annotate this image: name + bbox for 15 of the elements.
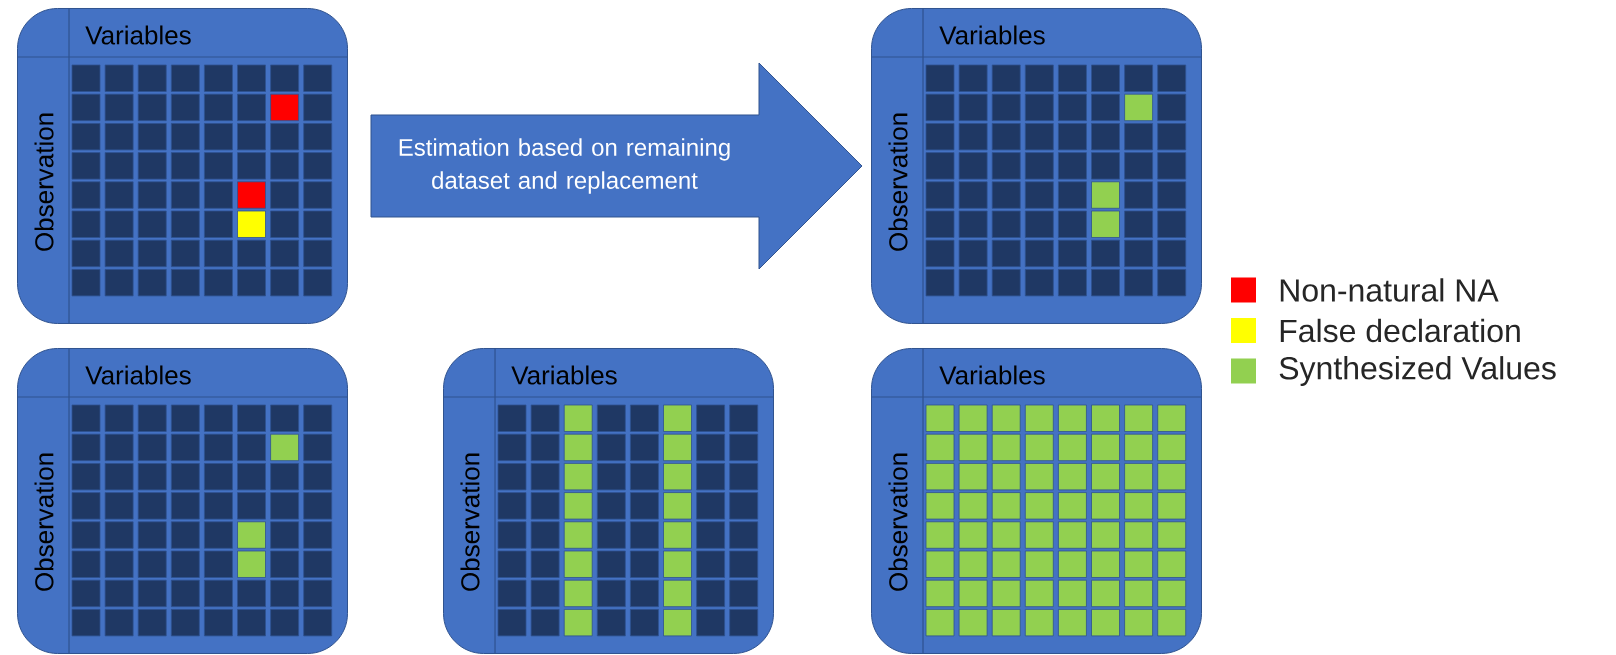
column-header: Variables bbox=[85, 25, 191, 45]
row-header: Observation bbox=[888, 113, 908, 251]
legend-label: Non-natural NA bbox=[1280, 278, 1499, 302]
column-header: Variables bbox=[85, 365, 191, 385]
row-header: Observation bbox=[460, 453, 480, 591]
column-header: Variables bbox=[939, 25, 1045, 45]
column-header: Variables bbox=[511, 365, 617, 385]
row-header: Observation bbox=[34, 113, 54, 251]
edge-label: Estimation based on remaining dataset and replacement bbox=[399, 138, 730, 194]
block-arrow bbox=[370, 62, 863, 270]
legend-label: False declaration bbox=[1280, 318, 1520, 343]
column-header: Variables bbox=[939, 365, 1045, 385]
row-header: Observation bbox=[34, 453, 54, 591]
row-header: Observation bbox=[888, 453, 908, 591]
legend-label: Synthesized Values bbox=[1279, 356, 1556, 386]
